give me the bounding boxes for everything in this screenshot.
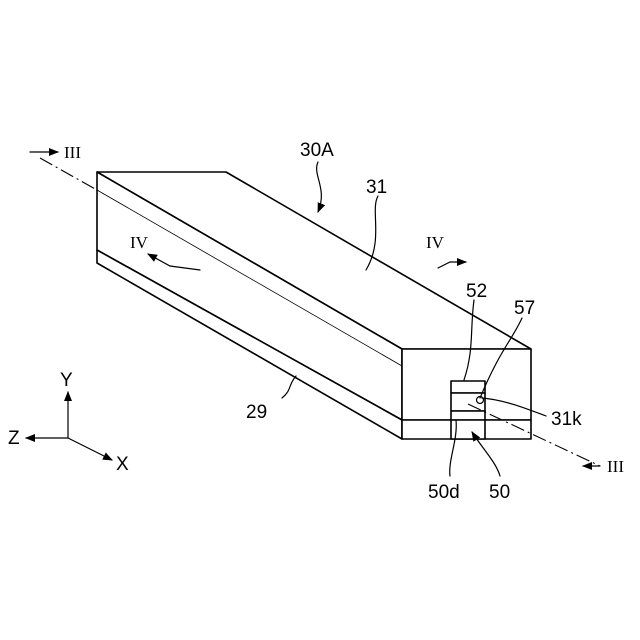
label-31k: 31k	[551, 409, 582, 430]
leader-29	[282, 376, 296, 398]
axis-y-label: Y	[60, 370, 73, 391]
label-52: 52	[466, 281, 487, 302]
axis-x-arrow	[68, 438, 112, 460]
label-57: 57	[514, 298, 535, 319]
part-50-lower	[451, 411, 485, 420]
label-50d: 50d	[428, 482, 460, 503]
label-31: 31	[366, 177, 387, 198]
part-52-block	[451, 381, 485, 393]
section-iv-right-label: IV	[426, 233, 445, 252]
section-iii-right-label: III	[607, 457, 624, 476]
label-29: 29	[246, 402, 267, 423]
section-iii-dashline	[40, 158, 97, 190]
axis-x-label: X	[116, 454, 129, 475]
section-iv-left-label: IV	[130, 233, 149, 252]
part-57-block	[451, 393, 485, 411]
leader-30a	[317, 162, 322, 212]
coordinate-axes: Y Z X	[8, 370, 129, 475]
section-iv-right-arrow	[438, 262, 466, 268]
label-30a: 30A	[300, 140, 334, 161]
section-iii-left-label: III	[64, 143, 81, 162]
label-50: 50	[489, 482, 510, 503]
axis-z-label: Z	[8, 428, 20, 449]
